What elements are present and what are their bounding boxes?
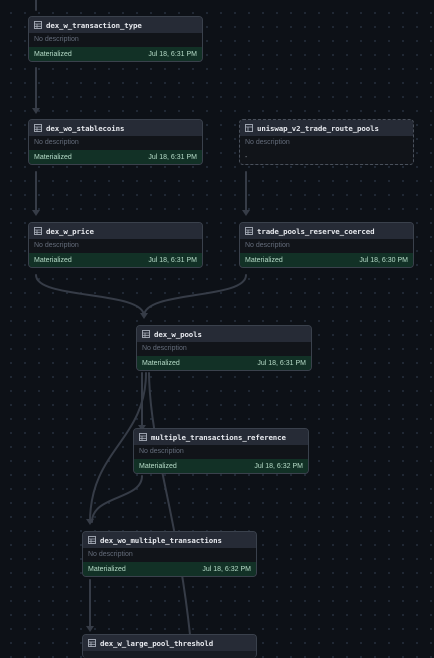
node-title: dex_wo_multiple_transactions (100, 535, 222, 545)
table-icon (139, 433, 147, 441)
source-table-icon (245, 124, 253, 132)
node-description: No description (240, 239, 413, 253)
status-timestamp: Jul 18, 6:30 PM (359, 256, 408, 264)
node-description: No description (137, 342, 311, 356)
node-description: No description (29, 239, 202, 253)
asset-node[interactable]: trade_pools_reserve_coerced No descripti… (239, 222, 414, 268)
status-timestamp: Jul 18, 6:32 PM (202, 565, 251, 573)
node-description: No description (134, 445, 308, 459)
node-status: Materialized Jul 18, 6:32 PM (134, 459, 308, 473)
node-title: uniswap_v2_trade_route_pools (257, 123, 379, 133)
arrowhead-threshold (86, 626, 94, 632)
status-label: Materialized (245, 256, 283, 264)
node-title: dex_w_price (46, 226, 94, 236)
status-label: Materialized (34, 153, 72, 161)
asset-node[interactable]: dex_wo_stablecoins No description Materi… (28, 119, 203, 165)
table-icon (34, 124, 42, 132)
arrowhead-pools (140, 313, 148, 319)
asset-node[interactable]: dex_wo_multiple_transactions No descript… (82, 531, 257, 577)
arrowhead-reserve-coerced (242, 210, 250, 216)
node-status: Materialized Jul 18, 6:32 PM (83, 562, 256, 576)
status-label: Materialized (34, 256, 72, 264)
status-label: Materialized (142, 359, 180, 367)
node-status: Materialized Jul 18, 6:30 PM (240, 253, 413, 267)
edge-pools-to-multi-tx (89, 372, 147, 523)
table-icon (88, 639, 96, 647)
node-status: Materialized Jul 18, 6:31 PM (29, 150, 202, 164)
asset-node[interactable]: dex_w_price No description Materialized … (28, 222, 203, 268)
status-label: Materialized (88, 565, 126, 573)
node-header: dex_wo_stablecoins (29, 120, 202, 136)
source-asset-node[interactable]: uniswap_v2_trade_route_pools No descript… (239, 119, 414, 165)
node-header: dex_w_pools (137, 326, 311, 342)
node-description: No description (240, 136, 413, 150)
node-header: dex_w_price (29, 223, 202, 239)
edge-reserve-coerced-to-pools (143, 274, 247, 317)
status-timestamp: Jul 18, 6:31 PM (148, 256, 197, 264)
node-title: dex_w_transaction_type (46, 20, 142, 30)
arrowhead-stablecoins (32, 108, 40, 114)
node-description: No description (29, 136, 202, 150)
node-status: - (240, 150, 413, 164)
node-title: trade_pools_reserve_coerced (257, 226, 375, 236)
table-icon (88, 536, 96, 544)
status-label: Materialized (139, 462, 177, 470)
asset-node[interactable]: multiple_transactions_reference No descr… (133, 428, 309, 474)
status-label: - (245, 153, 248, 161)
table-icon (34, 21, 42, 29)
node-header: uniswap_v2_trade_route_pools (240, 120, 413, 136)
node-header: trade_pools_reserve_coerced (240, 223, 413, 239)
asset-node[interactable]: dex_w_large_pool_threshold (82, 634, 257, 658)
table-icon (34, 227, 42, 235)
table-icon (245, 227, 253, 235)
edge-pools-to-threshold (148, 372, 193, 655)
node-title: dex_wo_stablecoins (46, 123, 125, 133)
node-header: dex_w_transaction_type (29, 17, 202, 33)
node-status: Materialized Jul 18, 6:31 PM (29, 253, 202, 267)
asset-node[interactable]: dex_w_transaction_type No description Ma… (28, 16, 203, 62)
node-description: No description (29, 33, 202, 47)
arrowhead-multi-tx (86, 519, 94, 525)
status-timestamp: Jul 18, 6:31 PM (148, 153, 197, 161)
status-timestamp: Jul 18, 6:31 PM (257, 359, 306, 367)
status-label: Materialized (34, 50, 72, 58)
node-header: multiple_transactions_reference (134, 429, 308, 445)
node-title: dex_w_pools (154, 329, 202, 339)
node-title: dex_w_large_pool_threshold (100, 638, 214, 648)
node-header: dex_wo_multiple_transactions (83, 532, 256, 548)
edge-price-to-pools (35, 274, 145, 317)
table-icon (142, 330, 150, 338)
status-timestamp: Jul 18, 6:32 PM (254, 462, 303, 470)
asset-node[interactable]: dex_w_pools No description Materialized … (136, 325, 312, 371)
status-timestamp: Jul 18, 6:31 PM (148, 50, 197, 58)
node-status: Materialized Jul 18, 6:31 PM (137, 356, 311, 370)
node-title: multiple_transactions_reference (151, 432, 286, 442)
edge-multi-ref-to-multi-tx (91, 475, 143, 523)
node-status: Materialized Jul 18, 6:31 PM (29, 47, 202, 61)
node-header: dex_w_large_pool_threshold (83, 635, 256, 651)
node-description: No description (83, 548, 256, 562)
arrowhead-price (32, 210, 40, 216)
